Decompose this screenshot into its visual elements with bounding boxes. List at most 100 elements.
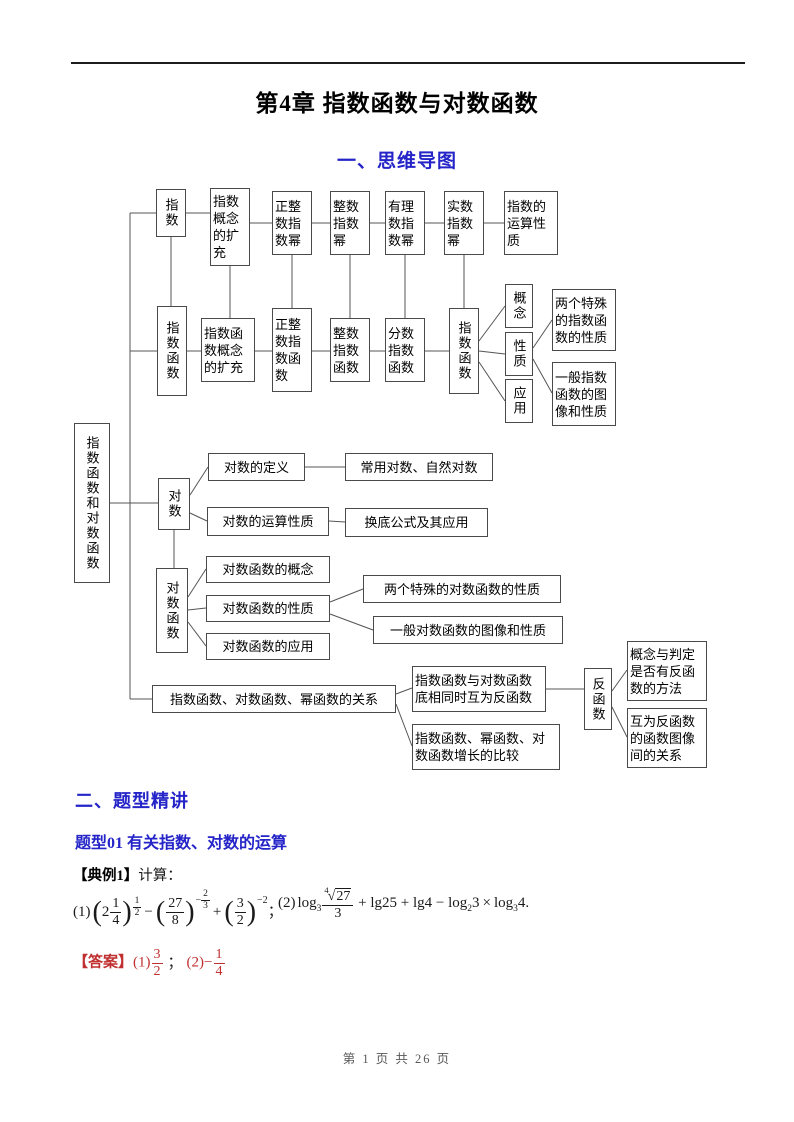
node-real-exponent-power: 实数指数幂 (444, 191, 484, 255)
node-growth-comparison: 指数函数、幂函数、对数函数增长的比较 (412, 724, 560, 770)
exp1-num: 1 (132, 895, 142, 908)
node-inverse-concept-judgment: 概念与判定是否有反函数的方法 (627, 641, 707, 701)
node-general-log-function-graph: 一般对数函数的图像和性质 (373, 616, 563, 644)
header-rule (71, 62, 745, 64)
radical-sign: √ (327, 889, 336, 904)
example-1-line: 【典例1】计算： (73, 864, 182, 885)
node-exp-function-concept-extension: 指数函数概念的扩充 (201, 318, 255, 382)
log2-base: 2 (467, 904, 472, 915)
node-exponent: 指数 (156, 189, 186, 237)
node-exponent-operation-properties: 指数的运算性质 (504, 191, 558, 255)
node-log-function-concept: 对数函数的概念 (206, 556, 330, 583)
f3-num: 3 (234, 896, 246, 913)
answer-2-num: 1 (213, 947, 225, 964)
node-exponent-concept-extension: 指数概念的扩充 (210, 188, 250, 266)
radicand: 27 (335, 888, 352, 904)
log3-base: 3 (513, 904, 518, 915)
answer-1-num: 3 (151, 947, 163, 964)
example-1-prompt: 计算： (138, 868, 182, 884)
node-log-function-properties: 对数函数的性质 (206, 595, 330, 622)
node-change-of-base: 换底公式及其应用 (345, 508, 488, 537)
section-problem-types-heading: 二、题型精讲 (75, 791, 189, 811)
exp2-den: 3 (203, 900, 208, 911)
right-paren: ) (246, 896, 257, 928)
node-rational-exponent-power: 有理数指数幂 (385, 191, 425, 255)
root-index: 4 (324, 885, 329, 895)
middle-terms: + lg25 + lg4 − log (354, 895, 468, 912)
node-fractional-exp-function: 分数指数函数 (385, 318, 425, 382)
node-integer-exponent-power: 整数指数幂 (330, 191, 370, 255)
node-application: 应用 (505, 379, 533, 423)
node-properties: 性质 (505, 332, 533, 376)
node-positive-integer-exp-function: 正整数指数函数 (272, 308, 312, 392)
page-title: 第4章 指数函数与对数函数 (255, 91, 539, 116)
answer-2-tag: (2) (186, 954, 205, 971)
node-log-function-application: 对数函数的应用 (206, 633, 330, 660)
f3-den: 2 (236, 912, 244, 928)
node-inverse-when-same-base: 指数函数与对数函数底相同时互为反函数 (412, 666, 546, 712)
answer-2-sign: − (204, 954, 213, 971)
node-exp-log-power-relation: 指数函数、对数函数、幂函数的关系 (152, 685, 396, 713)
answer-2-den: 4 (215, 963, 223, 979)
f2-den: 8 (171, 912, 179, 928)
node-inverse-function: 反函数 (584, 668, 612, 730)
node-common-natural-log: 常用对数、自然对数 (345, 453, 493, 481)
node-positive-integer-exponent-power: 正整数指数幂 (272, 191, 312, 255)
radical-numerator: 4√27 (322, 885, 354, 906)
answer-1-tag: (1) (133, 954, 151, 971)
minus-op: − (144, 903, 153, 920)
fourth-root: 4√27 (324, 885, 352, 904)
log2-arg: 3 (472, 895, 480, 912)
example-1-label: 【典例1】 (73, 868, 139, 884)
right-paren: ) (185, 896, 195, 928)
node-exp-and-log-functions: 指数函数和对数函数 (74, 423, 110, 583)
node-inverse-graph-relation: 互为反函数的函数图像间的关系 (627, 708, 707, 768)
node-two-special-exp-functions: 两个特殊的指数函数的性质 (552, 289, 616, 351)
node-log-definition: 对数的定义 (208, 453, 305, 481)
node-log-function: 对数函数 (156, 568, 188, 653)
plus-op: + (212, 903, 222, 920)
problem-2-tag: (2) (278, 895, 296, 912)
topic-01-heading: 题型01 有关指数、对数的运算 (75, 835, 288, 852)
semicolon: ； (267, 903, 283, 920)
node-two-special-log-functions: 两个特殊的对数函数的性质 (363, 575, 561, 603)
problem-1-tag: (1) (73, 903, 91, 920)
node-logarithm: 对数 (158, 478, 190, 530)
exp1-den: 2 (134, 907, 140, 918)
left-paren: ( (155, 896, 166, 928)
log3-fn: log (493, 895, 514, 912)
node-exponential-function-2: 指数函数 (449, 308, 479, 394)
section-mindmap-heading: 一、思维导图 (336, 151, 457, 172)
node-exponential-function: 指数函数 (157, 306, 187, 396)
f2-num: 27 (166, 896, 185, 913)
radical-denominator: 3 (334, 905, 342, 921)
period: . (525, 895, 530, 912)
left-paren: ( (224, 896, 234, 928)
log-base: 3 (316, 904, 322, 915)
answer-label: 【答案】 (73, 954, 134, 971)
answer-separator: ； (167, 954, 183, 971)
log-fn: log (297, 895, 317, 912)
node-integer-exp-function: 整数指数函数 (330, 318, 370, 382)
left-paren: ( (92, 896, 102, 928)
node-log-operation-properties: 对数的运算性质 (207, 507, 329, 536)
right-paren: ) (122, 896, 132, 928)
exponent-3: −2 (257, 894, 268, 906)
exp2-sign: − (195, 894, 202, 906)
mixed-whole: 2 (101, 903, 110, 920)
times-op: × (482, 895, 491, 912)
log3-arg: 4 (517, 895, 526, 912)
exp2-num: 2 (201, 889, 210, 901)
